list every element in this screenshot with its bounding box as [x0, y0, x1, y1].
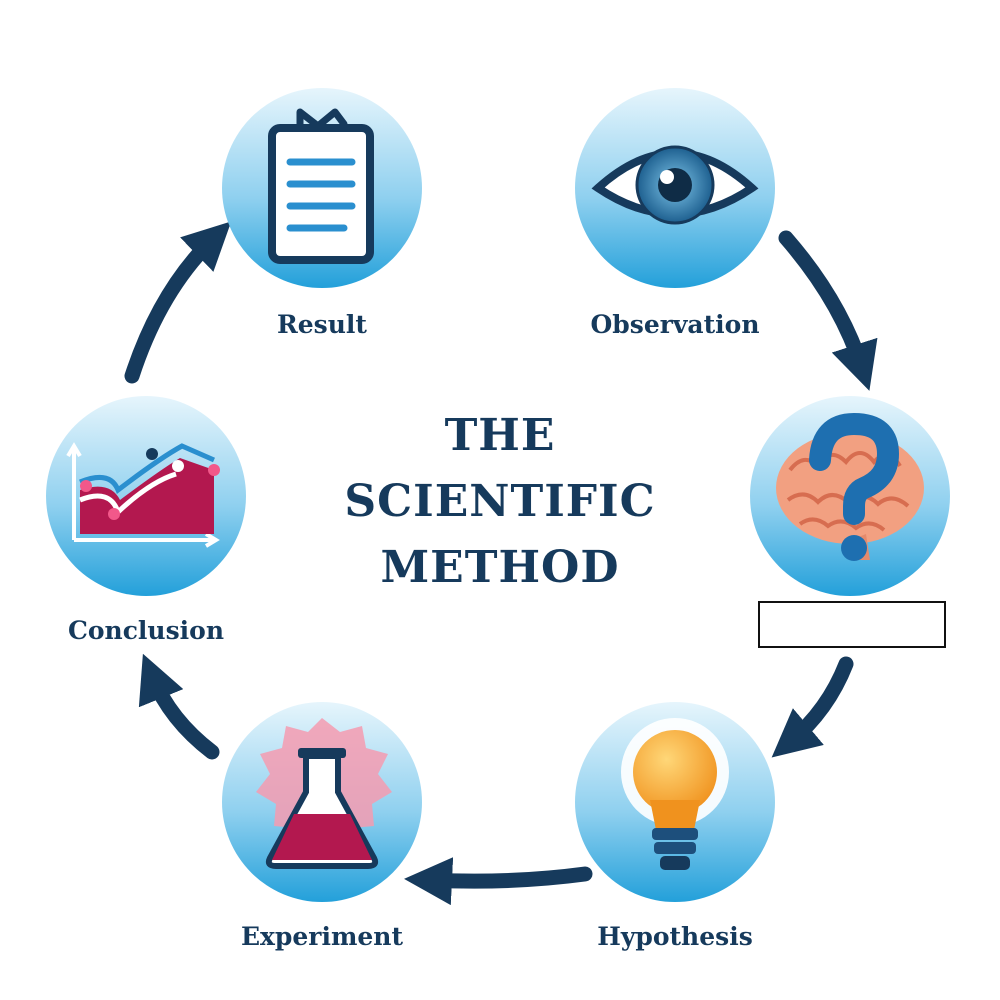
step-label-experiment: Experiment — [240, 922, 404, 951]
clipboard-icon — [268, 108, 374, 264]
title-line-2: SCIENTIFIC — [344, 476, 656, 527]
step-label-hypothesis: Hypothesis — [597, 922, 753, 951]
step-label-conclusion: Conclusion — [67, 616, 225, 645]
flask-icon — [256, 718, 392, 869]
step-label-observation: Observation — [590, 310, 760, 339]
arrow-hypothesis-to-experiment — [404, 857, 593, 906]
blank-label-box — [758, 601, 946, 648]
chart-icon — [66, 442, 220, 548]
step-label-result: Result — [277, 310, 367, 339]
arrow-question-to-hypothesis — [771, 656, 854, 758]
title-line-3: METHOD — [380, 542, 620, 593]
arrow-observation-to-question — [778, 230, 878, 391]
eye-icon — [591, 145, 759, 225]
title-line-1: THE — [444, 410, 556, 461]
lightbulb-icon — [621, 718, 729, 870]
arrow-experiment-to-conclusion — [138, 653, 220, 760]
brain-question-icon — [776, 412, 924, 561]
arrow-conclusion-to-result — [124, 221, 232, 384]
